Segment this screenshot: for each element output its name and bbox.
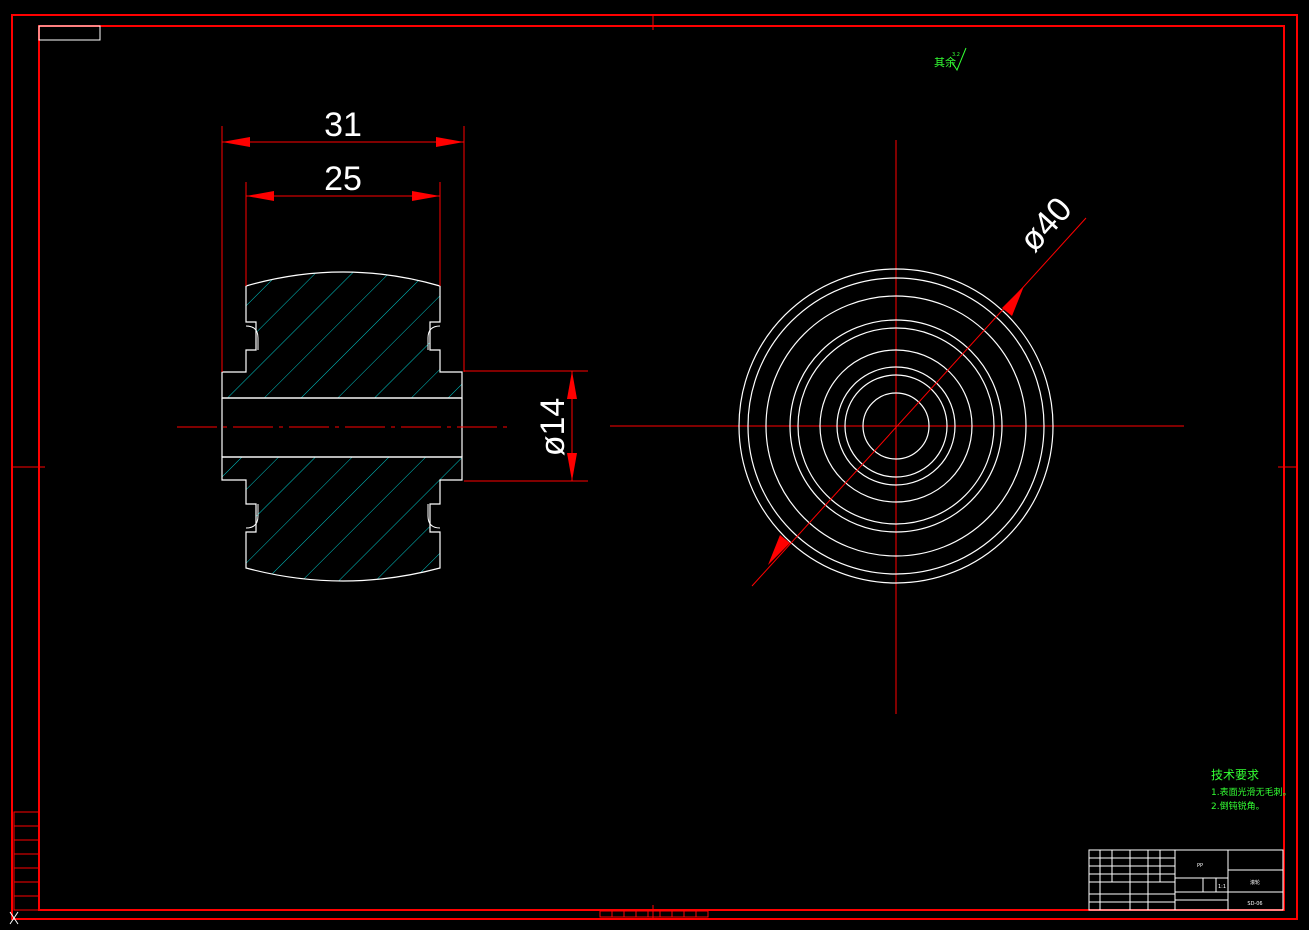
- material-label: PP: [1197, 863, 1203, 869]
- section-view: 31 25 ø14: [177, 106, 588, 582]
- end-view: ø40: [610, 140, 1184, 714]
- surface-finish-value: 3.2: [952, 52, 960, 58]
- tech-requirements: 技术要求 1.表面光滑无毛刺。 2.倒钝锐角。: [1211, 768, 1292, 812]
- surface-finish-note: 其余 3.2: [934, 47, 967, 72]
- scale-ratio: 1:1: [1218, 884, 1226, 890]
- dimension-dia14: ø14: [464, 370, 588, 482]
- dimension-31: 31: [222, 106, 464, 147]
- part-name: 滚轮: [1250, 879, 1260, 886]
- title-block: PP 滚轮 SD-06 1:1: [1088, 849, 1284, 911]
- tech-item-2: 2.倒钝锐角。: [1211, 800, 1265, 812]
- tech-title: 技术要求: [1211, 768, 1259, 782]
- surface-finish-label: 其余: [934, 55, 956, 69]
- code-box: [38, 25, 101, 41]
- tech-item-1: 1.表面光滑无毛刺。: [1211, 786, 1292, 798]
- side-binding-table: [9, 811, 40, 925]
- dim-40-label: ø40: [1012, 190, 1079, 259]
- dim-25-label: 25: [324, 160, 362, 198]
- dim-31-label: 31: [324, 106, 362, 144]
- dim-14-label: ø14: [534, 398, 572, 457]
- sheet-border: [11, 14, 1298, 920]
- dimension-dia40: ø40: [751, 190, 1087, 587]
- dimension-25: 25: [246, 160, 440, 201]
- drawing-number: SD-06: [1247, 901, 1262, 907]
